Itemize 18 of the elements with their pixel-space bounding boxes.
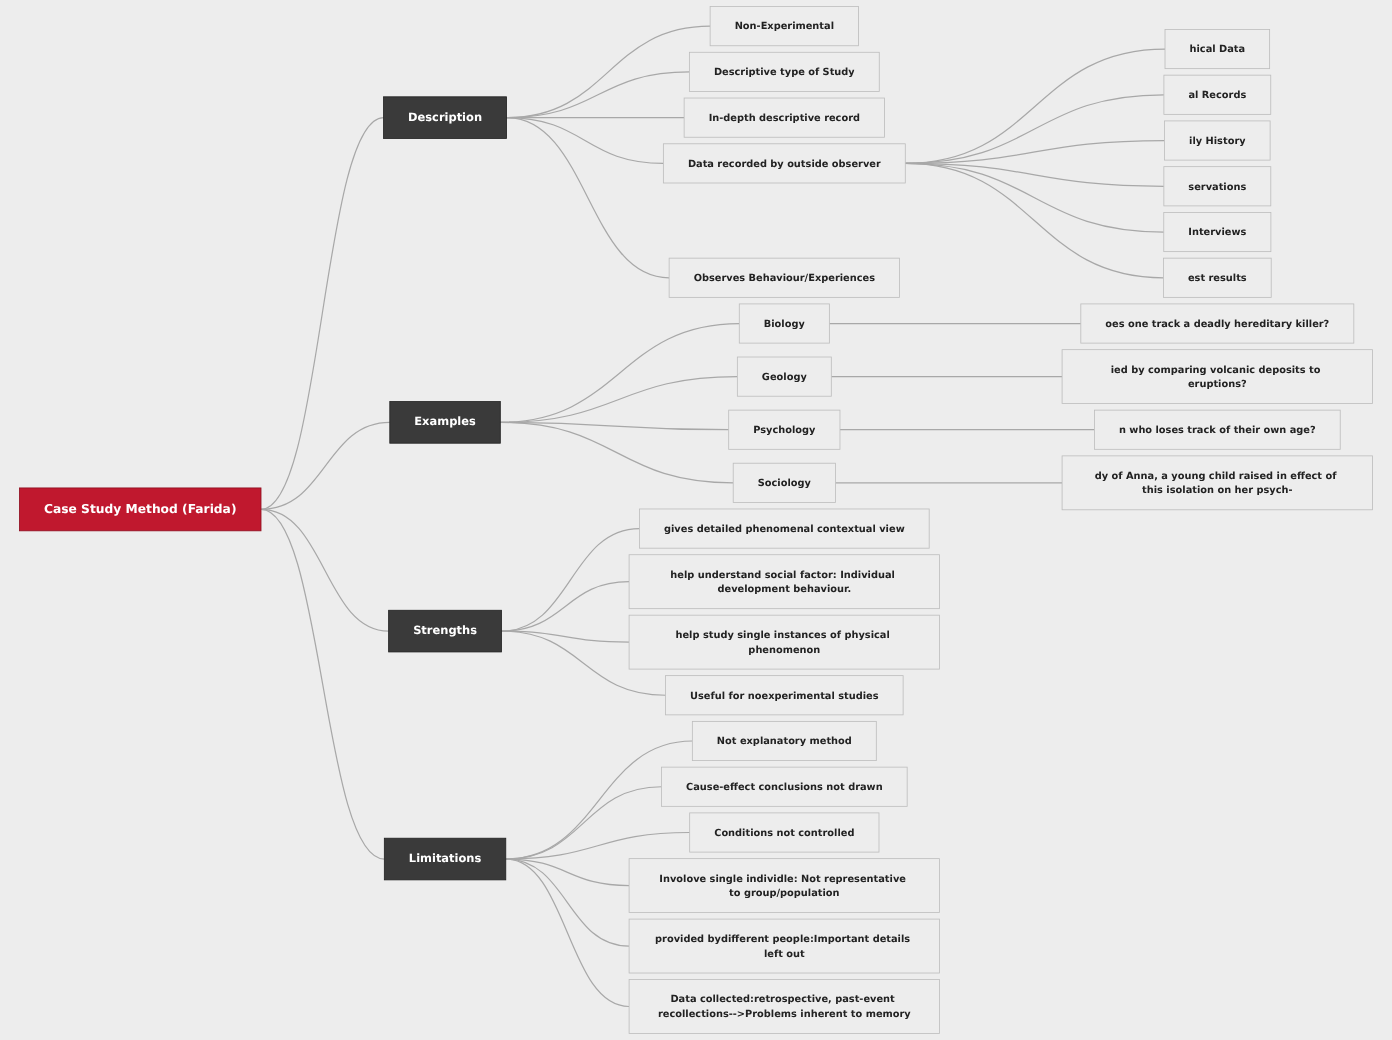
- connector: [260, 117, 385, 510]
- connector: [505, 117, 670, 279]
- connector: [499, 421, 734, 484]
- connector: [839, 429, 1096, 431]
- connector: [505, 858, 630, 887]
- connector: [505, 858, 630, 947]
- connector: [500, 630, 667, 696]
- connector: [260, 508, 385, 860]
- connector: [500, 630, 630, 643]
- connector: [260, 508, 390, 632]
- connector: [505, 858, 630, 1008]
- connector: [830, 376, 1063, 378]
- connector: [904, 162, 1165, 279]
- connector: [260, 421, 391, 510]
- connector: [505, 831, 691, 860]
- connector: [505, 740, 693, 860]
- connector: [828, 322, 1082, 325]
- connector: [834, 482, 1063, 484]
